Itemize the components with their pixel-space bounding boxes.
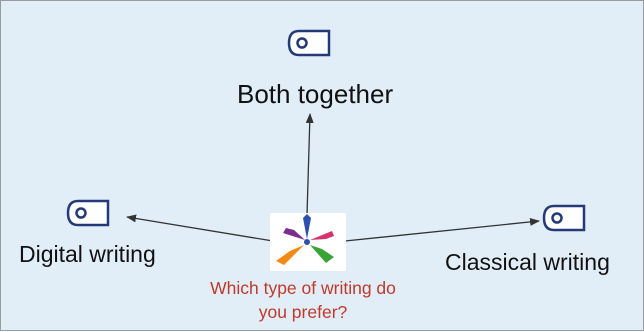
radio-option-icon[interactable]	[285, 28, 335, 58]
question-line-2: you prefer?	[258, 302, 348, 322]
arrow-to-classical-writing	[344, 217, 540, 242]
arrow-to-both-together	[305, 113, 314, 216]
option-label-classical-writing[interactable]: Classical writing	[445, 249, 610, 275]
arrow-to-digital-writing	[126, 214, 274, 242]
question-text: Which type of writing do you prefer?	[181, 276, 425, 324]
central-topic-icon	[270, 213, 346, 271]
option-label-digital-writing[interactable]: Digital writing	[19, 241, 156, 267]
radio-option-icon[interactable]	[64, 198, 114, 228]
option-label-both-together[interactable]: Both together	[237, 79, 394, 109]
question-line-1: Which type of writing do	[210, 278, 396, 298]
radio-option-icon[interactable]	[540, 203, 590, 233]
